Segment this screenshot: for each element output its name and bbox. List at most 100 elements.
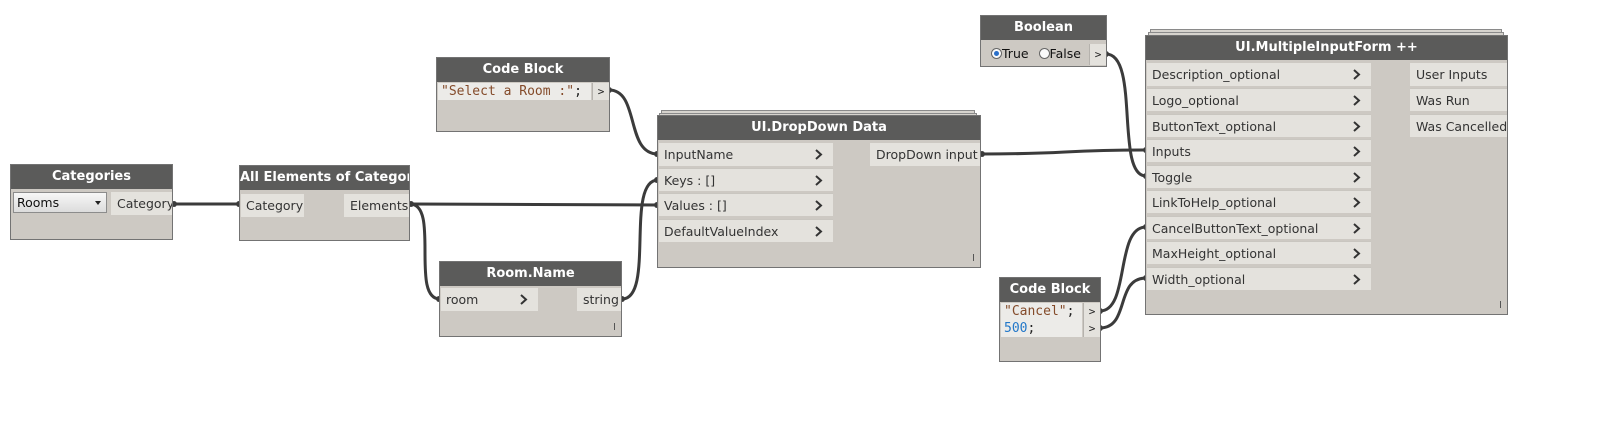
port-label: Was Cancelled	[1416, 119, 1507, 134]
all-elements-of-category-node[interactable]: All Elements of Category Category Elemen…	[239, 165, 410, 241]
chevron-right-icon	[1353, 242, 1365, 264]
radio-false[interactable]: False	[1038, 46, 1081, 61]
chevron-right-icon	[1353, 115, 1365, 137]
node-title: All Elements of Category	[240, 166, 409, 190]
room-name-node[interactable]: Room.Name room string	[439, 261, 622, 337]
output-port-was-cancelled[interactable]: Was Cancelled	[1410, 114, 1507, 137]
wire-string-to-keys	[621, 178, 659, 301]
output-port-line-1[interactable]: >	[592, 83, 609, 100]
output-port-boolean[interactable]: >	[1089, 44, 1106, 65]
input-port-inputs[interactable]: Inputs	[1147, 139, 1371, 162]
categories-node[interactable]: Categories Rooms Category	[10, 164, 173, 240]
code-editor-line-2[interactable]: 500;	[1001, 320, 1082, 337]
code-editor-line[interactable]: "Select a Room :";	[438, 83, 591, 100]
code-number: 500	[1004, 321, 1028, 336]
resize-grip[interactable]	[614, 323, 615, 330]
output-port-dropdown-input[interactable]: DropDown input	[870, 143, 980, 166]
wire-elements-to-room	[409, 202, 441, 301]
port-label: DefaultValueIndex	[664, 224, 779, 239]
port-label: DropDown input	[876, 147, 978, 162]
chevron-right-icon	[1353, 191, 1365, 213]
input-port-maxheight-optional[interactable]: MaxHeight_optional	[1147, 241, 1371, 264]
input-port-buttontext-optional[interactable]: ButtonText_optional	[1147, 114, 1371, 137]
category-dropdown[interactable]: Rooms	[13, 192, 107, 213]
ui-multipleinputform-node[interactable]: UI.MultipleInputForm ++ Description_opti…	[1145, 35, 1508, 315]
output-port-user-inputs[interactable]: User Inputs	[1410, 63, 1507, 86]
ui-dropdown-data-node[interactable]: UI.DropDown Data InputName Keys : [] Val…	[657, 115, 981, 268]
input-port-logo-optional[interactable]: Logo_optional	[1147, 88, 1371, 111]
port-label: InputName	[664, 147, 734, 162]
wire-500-to-width	[1099, 276, 1147, 330]
wire-elements-to-values	[409, 202, 659, 207]
port-label: Keys : []	[664, 173, 716, 188]
port-label: User Inputs	[1416, 67, 1488, 82]
chevron-right-icon	[815, 194, 827, 216]
radio-true[interactable]: True	[991, 46, 1029, 61]
resize-grip[interactable]	[973, 254, 974, 261]
chevron-right-icon	[1353, 140, 1365, 162]
chevron-right-icon	[520, 288, 532, 311]
output-port-line-1[interactable]: >	[1083, 303, 1100, 320]
code-editor-line-1[interactable]: "Cancel";	[1001, 303, 1082, 320]
port-label: Inputs	[1152, 144, 1191, 159]
chevron-right-icon	[1353, 268, 1365, 290]
node-title: Categories	[11, 165, 172, 189]
resize-grip[interactable]	[1500, 301, 1501, 308]
wire-cancel-to-cancelbutton	[1099, 225, 1147, 313]
radio-label: False	[1049, 46, 1081, 61]
chevron-right-icon	[1353, 166, 1365, 188]
port-label: Description_optional	[1152, 67, 1281, 82]
output-port-string[interactable]: string	[577, 288, 621, 311]
port-label: Category	[246, 198, 304, 213]
radio-selected-icon	[991, 48, 1002, 59]
port-label: room	[446, 292, 479, 307]
input-port-defaultvalueindex[interactable]: DefaultValueIndex	[659, 219, 833, 242]
code-semicolon: ;	[574, 84, 582, 99]
code-semicolon: ;	[1066, 304, 1075, 319]
port-label: Category	[117, 196, 172, 211]
port-label: CancelButtonText_optional	[1152, 221, 1319, 236]
code-semicolon: ;	[1027, 321, 1036, 336]
chevron-right-icon	[815, 143, 827, 166]
code-string: "Cancel"	[1004, 304, 1067, 319]
chevron-right-icon	[815, 169, 827, 191]
boolean-radio-group: True False	[991, 43, 1081, 65]
code-string: "Select a Room :"	[441, 84, 575, 99]
input-port-toggle[interactable]: Toggle	[1147, 165, 1371, 188]
code-block-select-room-node[interactable]: Code Block "Select a Room :"; >	[436, 57, 610, 132]
port-label: string	[583, 292, 619, 307]
port-label: Was Run	[1416, 93, 1470, 108]
output-port-category[interactable]: Category	[111, 192, 172, 215]
output-port-was-run[interactable]: Was Run	[1410, 88, 1507, 111]
radio-label: True	[1002, 46, 1029, 61]
output-port-elements[interactable]: Elements	[344, 194, 409, 217]
node-title: Room.Name	[440, 262, 621, 286]
output-port-line-2[interactable]: >	[1083, 320, 1100, 337]
port-label: Logo_optional	[1152, 93, 1239, 108]
chevron-right-icon	[1353, 217, 1365, 239]
input-port-cancelbuttontext-optional[interactable]: CancelButtonText_optional	[1147, 216, 1371, 239]
code-block-cancel-width-node[interactable]: Code Block "Cancel"; > 500; >	[999, 277, 1101, 362]
chevron-right-icon	[1353, 63, 1365, 86]
input-port-category[interactable]: Category	[241, 194, 304, 217]
input-port-room[interactable]: room	[441, 288, 538, 311]
input-port-inputname[interactable]: InputName	[659, 143, 833, 166]
port-label: ButtonText_optional	[1152, 119, 1277, 134]
input-port-description-optional[interactable]: Description_optional	[1147, 63, 1371, 86]
chevron-down-icon	[95, 201, 101, 205]
input-port-keys[interactable]: Keys : []	[659, 168, 833, 191]
input-port-width-optional[interactable]: Width_optional	[1147, 267, 1371, 290]
node-title: Code Block	[437, 58, 609, 82]
node-title: UI.DropDown Data	[658, 116, 980, 140]
port-label: Elements	[350, 198, 409, 213]
node-title: Boolean	[981, 16, 1106, 40]
chevron-right-icon	[1353, 89, 1365, 111]
node-title: UI.MultipleInputForm ++	[1146, 36, 1507, 60]
input-port-values[interactable]: Values : []	[659, 193, 833, 216]
input-port-linktohelp-optional[interactable]: LinkToHelp_optional	[1147, 190, 1371, 213]
port-label: LinkToHelp_optional	[1152, 195, 1277, 210]
port-label: MaxHeight_optional	[1152, 246, 1277, 261]
wire-dropdown-to-inputs	[981, 148, 1147, 156]
wire-boolean-to-toggle	[1105, 52, 1147, 178]
boolean-node[interactable]: Boolean True False >	[980, 15, 1107, 67]
